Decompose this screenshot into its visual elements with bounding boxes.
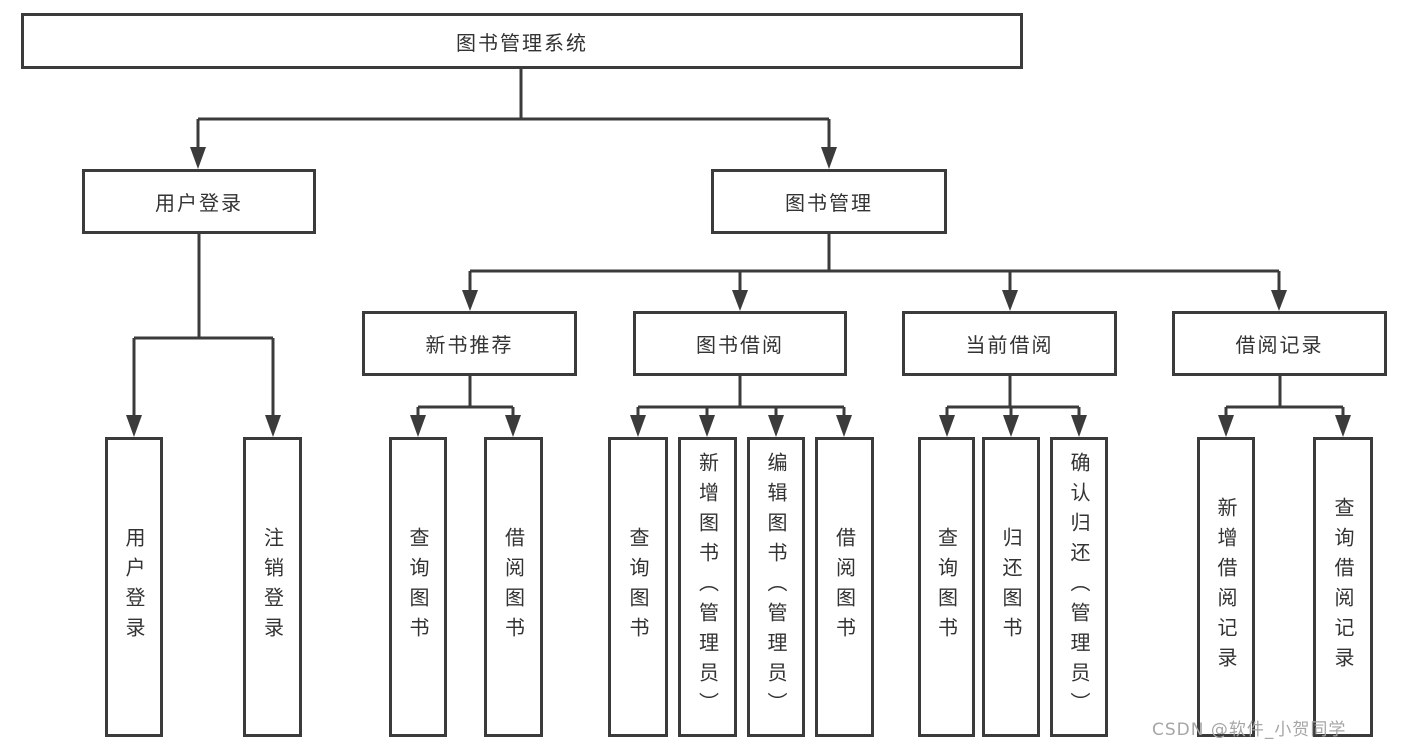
node-book-management: 图书管理 (711, 169, 947, 234)
leaf-current-query-books: 查询图书 (918, 437, 975, 737)
leaf-recommend-borrow-books: 借阅图书 (484, 437, 543, 737)
leaf-borrow-borrow-books: 借阅图书 (815, 437, 874, 737)
node-borrow-records: 借阅记录 (1172, 311, 1387, 376)
leaf-borrow-query-books: 查询图书 (608, 437, 668, 737)
leaf-user-login-label: 用户登录 (122, 527, 146, 647)
leaf-records-query-record-label: 查询借阅记录 (1331, 497, 1355, 677)
arrowhead-icons (126, 147, 1351, 437)
leaf-borrow-edit-books-admin: 编辑图书（管理员） (747, 437, 805, 737)
leaf-recommend-borrow-books-label: 借阅图书 (501, 527, 526, 647)
leaf-current-return-books: 归还图书 (982, 437, 1040, 737)
root-node-label: 图书管理系统 (456, 30, 588, 55)
node-current-borrow: 当前借阅 (902, 311, 1117, 376)
node-book-management-label: 图书管理 (785, 191, 873, 215)
root-node: 图书管理系统 (21, 13, 1023, 69)
node-user-login: 用户登录 (82, 169, 316, 234)
leaf-recommend-query-books: 查询图书 (389, 437, 447, 737)
leaf-borrow-edit-books-admin-label: 编辑图书（管理员） (764, 452, 788, 722)
leaf-recommend-query-books-label: 查询图书 (406, 527, 430, 647)
node-book-borrow: 图书借阅 (633, 311, 847, 376)
node-new-book-recommend: 新书推荐 (362, 311, 577, 376)
leaf-records-add-record: 新增借阅记录 (1197, 437, 1255, 737)
node-borrow-records-label: 借阅记录 (1235, 333, 1324, 357)
watermark: CSDN @软件_小贺同学 (1152, 720, 1347, 740)
leaf-current-query-books-label: 查询图书 (934, 527, 959, 647)
leaf-borrow-add-books-admin: 新增图书（管理员） (678, 437, 737, 737)
leaf-user-login: 用户登录 (105, 437, 163, 737)
node-user-login-label: 用户登录 (155, 191, 243, 215)
leaf-borrow-borrow-books-label: 借阅图书 (832, 527, 857, 647)
node-book-borrow-label: 图书借阅 (696, 333, 784, 357)
leaf-current-confirm-return-admin: 确认归还（管理员） (1050, 437, 1108, 737)
leaf-records-query-record: 查询借阅记录 (1313, 437, 1373, 737)
leaf-records-add-record-label: 新增借阅记录 (1214, 497, 1238, 677)
leaf-logout: 注销登录 (243, 437, 302, 737)
leaf-current-return-books-label: 归还图书 (999, 527, 1023, 647)
leaf-current-confirm-return-admin-label: 确认归还（管理员） (1067, 452, 1091, 722)
leaf-logout-label: 注销登录 (260, 527, 285, 647)
leaf-borrow-add-books-admin-label: 新增图书（管理员） (695, 452, 720, 722)
node-new-book-recommend-label: 新书推荐 (425, 333, 514, 357)
node-current-borrow-label: 当前借阅 (965, 333, 1054, 357)
leaf-borrow-query-books-label: 查询图书 (626, 527, 650, 647)
